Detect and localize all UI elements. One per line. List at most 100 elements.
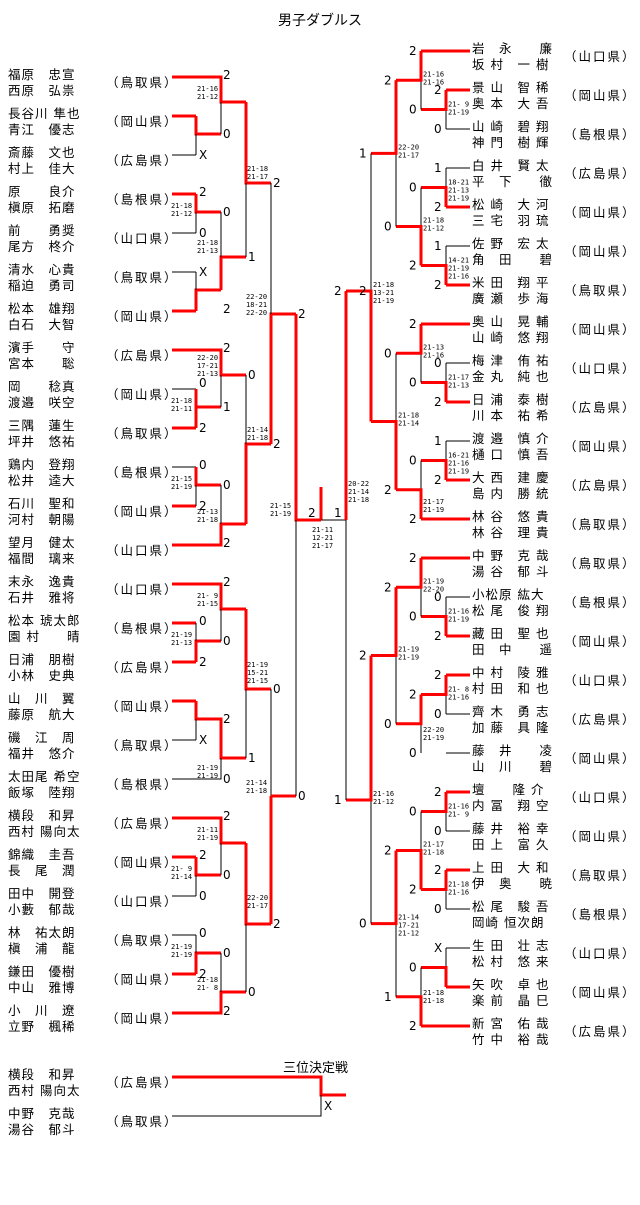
player-names: 林 祐太朗槇 浦 龍: [8, 925, 98, 957]
match-score: 0: [199, 226, 207, 240]
match-score: 0: [409, 746, 417, 760]
third-place-label: 三位決定戦: [283, 1061, 349, 1076]
player-name: 米 田 翔 平: [472, 275, 550, 290]
game-scores: 22-20: [246, 293, 267, 301]
player-name: 鎌田 優樹: [8, 964, 76, 979]
game-scores: 21- 8: [197, 984, 218, 992]
winner-path: [346, 289, 373, 422]
game-scores: 21-18: [423, 849, 444, 857]
match-score: 2: [334, 284, 342, 298]
player-names: 林 谷 悠 貴林 谷 理 貴: [472, 509, 562, 541]
prefecture-label: （岡山県）: [106, 114, 179, 129]
player-name: 磯 江 周: [8, 730, 76, 745]
match-score: 2: [223, 536, 231, 550]
winner-path: [196, 582, 246, 611]
winner-path: [194, 116, 221, 136]
page-title: 男子ダブルス: [278, 13, 362, 29]
player-name: 岩 永 廉: [472, 41, 554, 56]
player-name: 石川 聖和: [8, 496, 76, 511]
match-score: 2: [199, 421, 207, 435]
game-scores: 21-19: [197, 772, 218, 780]
game-scores: 21-15: [247, 677, 268, 685]
game-scores: 22-20: [398, 143, 419, 151]
prefecture-label: （岡山県）: [564, 244, 637, 259]
player-names: 松本 雄翔白石 大智: [8, 301, 98, 333]
game-scores: 21-16: [423, 351, 444, 359]
prefecture-label: （岡山県）: [564, 634, 637, 649]
player-name: 松 尾 俊 翔: [472, 603, 550, 618]
match-score: 2: [223, 302, 231, 316]
player-name: 錦織 圭吾: [8, 847, 76, 862]
player-names: 松 崎 大 河三 宅 羽 琉: [472, 197, 562, 229]
match-score: 0: [298, 789, 306, 803]
player-name: 中 野 克 哉: [472, 548, 550, 563]
match-score: 0: [434, 356, 442, 370]
bye-mark: X: [324, 1099, 332, 1113]
player-name: 新 宮 佑 哉: [472, 1016, 550, 1031]
player-name: 前 勇奨: [8, 223, 76, 238]
player-name: 林 谷 理 貴: [472, 525, 550, 540]
team-entry: 小 川 遼立野 楓稀（岡山県）: [8, 1003, 177, 1037]
bye-mark: X: [199, 148, 207, 162]
third-place-entry: 横段 和昇西村 陽向太（広島県）: [8, 1067, 177, 1101]
game-scores: 21-19: [423, 577, 444, 585]
game-scores: 17-21: [398, 922, 419, 930]
team-entry: 山 川 翼藤原 航大（岡山県）: [8, 691, 177, 725]
game-scores: 21-16: [423, 70, 444, 78]
match-score: 2: [384, 844, 392, 858]
game-scores: 21-11: [197, 826, 218, 834]
game-scores: 15-21: [247, 669, 268, 677]
prefecture-label: （岡山県）: [564, 439, 637, 454]
game-scores: 21-19: [197, 764, 218, 772]
prefecture-label: （広島県）: [106, 660, 179, 675]
game-scores: 21-14: [398, 914, 419, 922]
player-name: 佐 野 宏 太: [472, 236, 550, 251]
player-name: 青江 優志: [8, 122, 76, 137]
player-names: 田中 開登小藪 郁哉: [8, 886, 98, 918]
player-names: 岡 稔真渡邉 咲空: [8, 379, 98, 411]
game-scores: 21-14: [246, 779, 267, 787]
game-scores: 21-12: [373, 798, 394, 806]
game-scores: 21-14: [247, 426, 268, 434]
match-score: 0: [199, 889, 207, 903]
player-names: 石川 聖和河村 朝陽: [8, 496, 98, 528]
player-name: 山 川 翼: [8, 691, 76, 706]
player-name: 廣 瀬 歩 海: [472, 291, 550, 306]
match-score: 0: [199, 614, 207, 628]
player-name: 竹 中 裕 哉: [472, 1032, 550, 1047]
team-entry: 藤 井 裕 幸田 上 富 久（岡山県）: [472, 821, 637, 855]
team-entry: 日 浦 泰 樹川 本 祐 希（広島県）: [472, 392, 637, 426]
player-name: 三 宅 羽 琉: [472, 213, 550, 228]
player-name: 藤原 航大: [8, 707, 76, 722]
game-scores: 21- 9: [171, 865, 192, 873]
prefecture-label: （鳥取県）: [106, 426, 179, 441]
winner-path: [294, 314, 321, 522]
team-entry: 米 田 翔 平廣 瀬 歩 海（鳥取県）: [472, 275, 637, 309]
player-name: 島 内 勝 統: [472, 486, 550, 501]
match-score: 1: [223, 400, 231, 414]
game-scores: 21-19: [448, 265, 469, 273]
game-scores: 21-19: [448, 195, 469, 203]
player-name: 松 尾 駿 吾: [472, 899, 550, 914]
team-entry: 錦織 圭吾長 尾 潤（岡山県）: [8, 847, 177, 881]
match-score: 2: [434, 395, 442, 409]
game-scores: 21-15: [197, 600, 218, 608]
player-name: 原 良介: [8, 184, 76, 199]
game-scores: 21-19: [448, 109, 469, 117]
game-scores: 21-15: [270, 502, 291, 510]
game-scores: 21-19: [247, 661, 268, 669]
game-scores: 21-17: [448, 374, 469, 382]
team-entry: 松 尾 駿 吾岡崎 恒次朗（島根県）: [472, 899, 637, 933]
game-scores: 21-13: [423, 343, 444, 351]
player-names: 鶏内 登翔松井 逵大: [8, 457, 98, 489]
match-score: 1: [248, 751, 256, 765]
match-score: 2: [434, 629, 442, 643]
winner-path: [421, 966, 448, 987]
game-scores: 21-16: [448, 803, 469, 811]
match-score: 1: [434, 161, 442, 175]
player-name: 福原 忠宣: [8, 67, 76, 82]
team-entry: 岩 永 廉坂 村 一 樹（山口県）: [472, 41, 637, 75]
game-scores: 21-18: [171, 202, 192, 210]
game-scores: 21-18: [246, 787, 267, 795]
prefecture-label: （山口県）: [564, 49, 637, 64]
